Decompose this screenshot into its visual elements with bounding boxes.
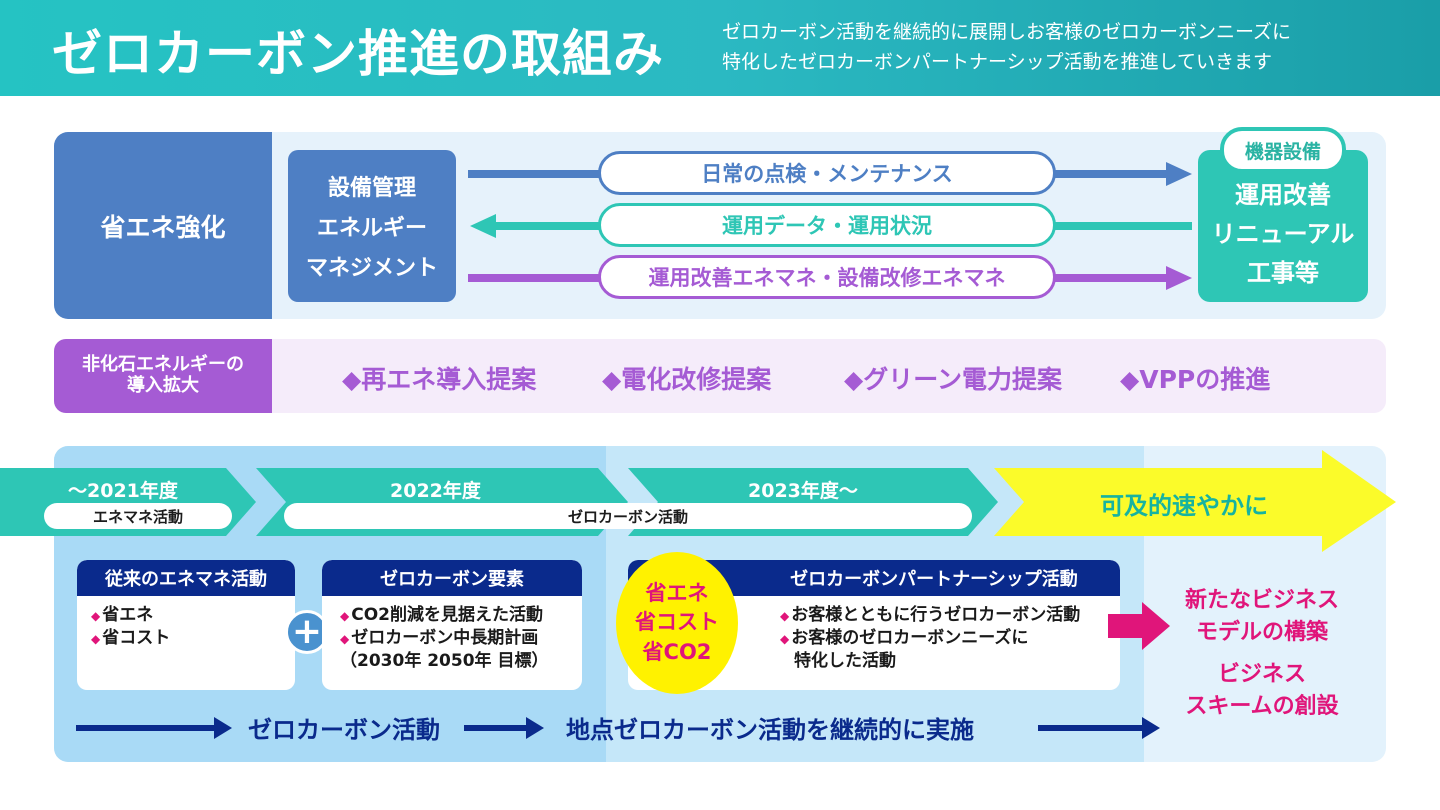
activity-pill-2022: ゼロカーボン活動 — [284, 503, 972, 529]
bottom-arrow-head-1 — [214, 717, 232, 739]
equipment-line-1: 運用改善 — [1235, 181, 1331, 209]
subtitle-line-2: 特化したゼロカーボンパートナーシップ活動を推進していきます — [722, 51, 1273, 73]
non-fossil-item-vpp: ◆VPPの推進 — [1120, 365, 1271, 394]
card-conventional-body: ◆省エネ ◆省コスト — [77, 596, 295, 658]
energy-label: 省エネ強化 — [100, 212, 226, 242]
bottom-arrows — [76, 717, 1160, 739]
non-fossil-label: 非化石エネルギーの 導入拡大 — [54, 339, 272, 413]
energy-label-box — [54, 132, 272, 319]
card-conventional: 従来のエネマネ活動 ◆省エネ ◆省コスト — [77, 560, 295, 690]
card-zero-carbon-body: ◆CO2削減を見据えた活動 ◆ゼロカーボン中長期計画 （2030年 2050年 … — [322, 596, 582, 681]
list-item: ◆省エネ — [91, 605, 154, 625]
list-item: ◆CO2削減を見据えた活動 — [340, 605, 543, 625]
non-fossil-item-green-power: ◆グリーン電力提案 — [844, 365, 1062, 394]
result-arrow-icon — [1108, 602, 1170, 650]
header-bar — [0, 0, 1440, 96]
bottom-zero-carbon-activity: ゼロカーボン活動 — [248, 716, 440, 744]
list-item: 特化した活動 — [794, 650, 896, 671]
card-zero-carbon: ゼロカーボン要素 ◆CO2削減を見据えた活動 ◆ゼロカーボン中長期計画 （203… — [322, 560, 582, 690]
non-fossil-panel — [54, 339, 1386, 413]
subtitle-line-1: ゼロカーボン活動を継続的に展開しお客様のゼロカーボンニーズに — [722, 21, 1292, 43]
savings-circle: 省エネ 省コスト 省CO2 — [616, 552, 738, 694]
savings-line-2: 省コスト — [635, 610, 719, 635]
plus-icon: + — [285, 610, 329, 654]
list-item: （2030年 2050年 目標） — [340, 650, 549, 671]
bottom-arrow-head-2 — [526, 717, 544, 739]
flow-arrow-head-3 — [1166, 266, 1192, 290]
bullet-diamond-icon: ◆ — [91, 609, 101, 623]
equipment-tag: 機器設備 — [1220, 127, 1346, 173]
activity-pill-2021: エネマネ活動 — [44, 503, 232, 529]
equipment-line-3: 工事等 — [1247, 259, 1319, 287]
year-2023-label: 2023年度～ — [748, 480, 858, 502]
equipment-line-2: リニューアル — [1211, 220, 1355, 248]
result-business-model-line-1: 新たなビジネス — [1184, 588, 1339, 613]
non-fossil-item-electrification: ◆電化改修提案 — [602, 365, 772, 394]
savings-line-1: 省エネ — [645, 580, 709, 605]
result-business-scheme-line-1: ビジネス — [1217, 662, 1306, 687]
year-2022-label: 2022年度 — [390, 480, 481, 502]
card-partnership-body: ◆お客様とともに行うゼロカーボン活動 ◆お客様のゼロカーボンニーズに 特化した活… — [628, 596, 1120, 681]
list-item: ◆お客様のゼロカーボンニーズに — [780, 627, 1029, 648]
bullet-diamond-icon: ◆ — [91, 631, 101, 646]
speed-label: 可及的速やかに — [1100, 492, 1268, 520]
management-line-1: 設備管理 — [327, 176, 416, 201]
bullet-diamond-icon: ◆ — [780, 609, 790, 623]
card-conventional-title: 従来のエネマネ活動 — [77, 560, 295, 596]
result-business-model: 新たなビジネス モデルの構築 — [1164, 582, 1360, 646]
savings-line-3: 省CO2 — [642, 639, 712, 664]
result-business-scheme-line-2: スキームの創設 — [1185, 694, 1339, 719]
result-business-scheme: ビジネス スキームの創設 — [1164, 656, 1360, 720]
bullet-diamond-icon: ◆ — [780, 631, 790, 646]
flow-arrow-head-2 — [470, 214, 496, 238]
result-business-model-line-2: モデルの構築 — [1195, 620, 1328, 645]
management-line-3: マネジメント — [305, 256, 438, 281]
bottom-continuous-activity: 地点ゼロカーボン活動を継続的に実施 — [566, 716, 974, 744]
non-fossil-label-line-2: 導入拡大 — [127, 375, 199, 396]
bullet-diamond-icon: ◆ — [340, 631, 350, 646]
list-item: ◆お客様とともに行うゼロカーボン活動 — [780, 605, 1081, 625]
speed-arrow — [994, 450, 1396, 552]
flow-label-improvement: 運用改善エネマネ・設備改修エネマネ — [598, 255, 1056, 299]
management-box: 設備管理 エネルギー マネジメント — [288, 150, 456, 302]
card-zero-carbon-title: ゼロカーボン要素 — [322, 560, 582, 596]
year-2021-label: ～2021年度 — [68, 480, 178, 502]
bottom-arrow-head-3 — [1142, 717, 1160, 739]
bullet-diamond-icon: ◆ — [340, 609, 350, 623]
flow-arrow-head-1 — [1166, 162, 1192, 186]
non-fossil-label-line-1: 非化石エネルギーの — [82, 354, 244, 376]
list-item: ◆ゼロカーボン中長期計画 — [340, 627, 539, 648]
equipment-box: 運用改善 リニューアル 工事等 — [1198, 150, 1368, 302]
page-title: ゼロカーボン推進の取組み — [52, 25, 664, 83]
management-line-2: エネルギー — [316, 216, 427, 241]
list-item: ◆省コスト — [91, 627, 171, 648]
flow-label-data: 運用データ・運用状況 — [598, 203, 1056, 247]
flow-label-maintenance: 日常の点検・メンテナンス — [598, 151, 1056, 195]
non-fossil-item-renewable: ◆再エネ導入提案 — [342, 365, 537, 394]
